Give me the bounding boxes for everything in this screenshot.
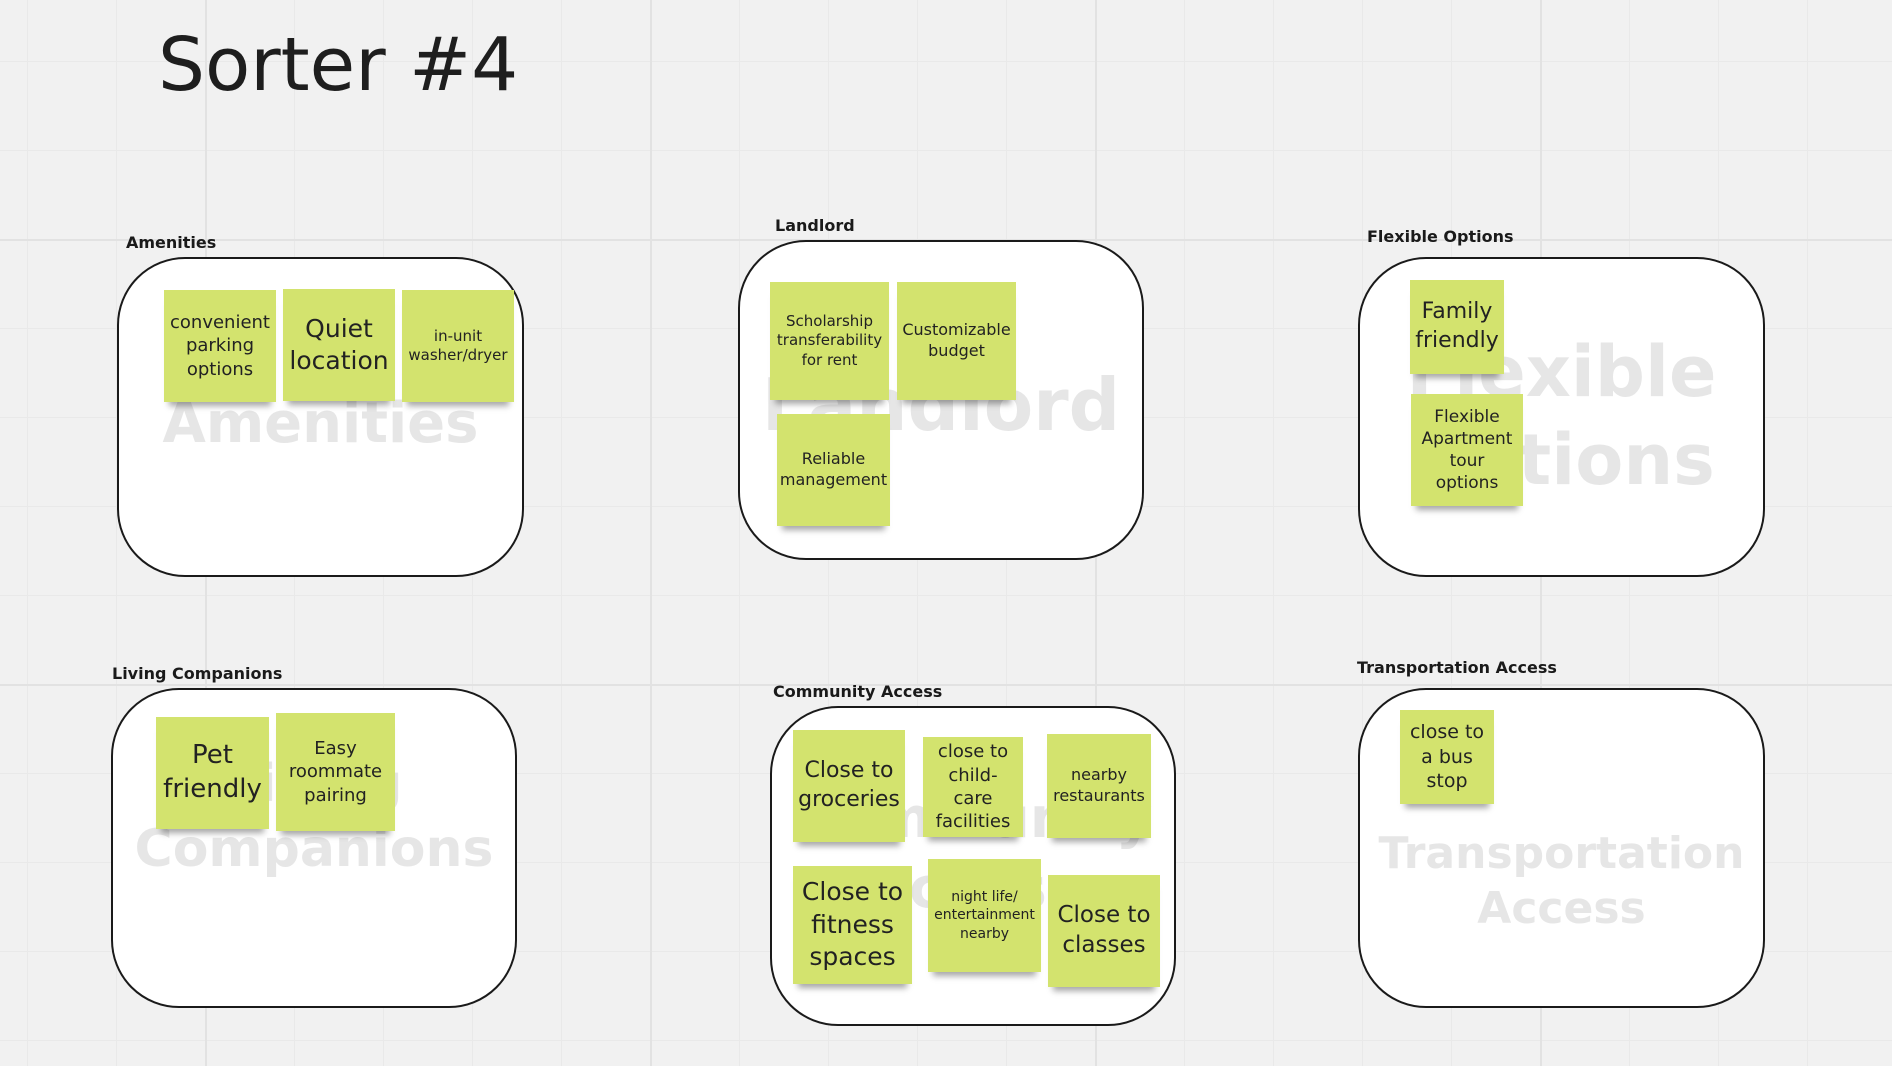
group-label: Community Access (773, 682, 943, 701)
sticky-note[interactable]: Family friendly (1410, 280, 1504, 374)
group-label: Living Companions (112, 664, 283, 683)
sticky-note[interactable]: Customizable budget (897, 282, 1016, 400)
sticky-note[interactable]: Quiet location (283, 289, 395, 401)
sticky-note[interactable]: Flexible Apartment tour options (1411, 394, 1523, 506)
sticky-note[interactable]: convenient parking options (164, 290, 276, 402)
sticky-note[interactable]: Close to groceries (793, 730, 905, 842)
frame-watermark: Transportation Access (1378, 828, 1745, 934)
sticky-note[interactable]: in-unit washer/dryer (402, 290, 514, 402)
sticky-note[interactable]: Close to classes (1048, 875, 1160, 987)
sticky-note[interactable]: nearby restaurants (1047, 734, 1151, 838)
sticky-note[interactable]: Easy roommate pairing (276, 713, 395, 831)
sticky-note[interactable]: close to child-care facilities (923, 737, 1023, 837)
group-label: Amenities (126, 233, 217, 252)
board-title: Sorter #4 (158, 22, 519, 108)
sticky-note[interactable]: close to a bus stop (1400, 710, 1494, 804)
sticky-note[interactable]: night life/ entertainment nearby (928, 859, 1041, 972)
group-label: Landlord (775, 216, 855, 235)
sticky-note[interactable]: Reliable management (777, 414, 890, 526)
sticky-note[interactable]: Scholarship transferability for rent (770, 282, 889, 400)
group-label: Transportation Access (1357, 658, 1557, 677)
sticky-note[interactable]: Close to fitness spaces (793, 866, 912, 984)
group-label: Flexible Options (1367, 227, 1514, 246)
sticky-note[interactable]: Pet friendly (156, 717, 269, 829)
